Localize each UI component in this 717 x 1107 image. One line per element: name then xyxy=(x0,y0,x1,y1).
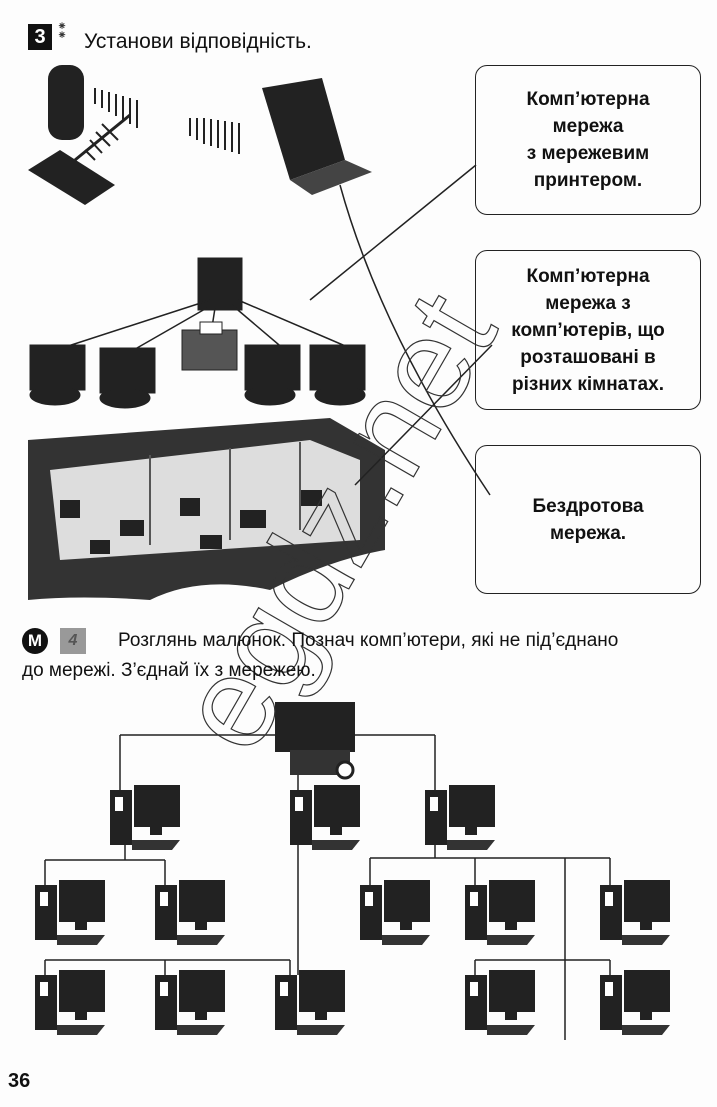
computer-icon xyxy=(110,785,180,850)
difficulty-stars-icon: ⁕⁕ xyxy=(57,19,68,42)
task-3-title: Установи відповідність. xyxy=(84,30,312,53)
option-network-printer: Комп’ютерна мережа з мережевим принтером… xyxy=(475,65,701,215)
computer-icon xyxy=(275,970,345,1035)
computer-icon xyxy=(35,880,105,945)
laptop-icon xyxy=(262,78,372,195)
office-rooms-illustration xyxy=(28,418,385,600)
computer-icon xyxy=(465,880,535,945)
computer-icon xyxy=(290,785,360,850)
network-cables xyxy=(44,734,611,1040)
computer-icon xyxy=(600,880,670,945)
task-4-line-2: до мережі. З’єднай їх з мережею. xyxy=(22,660,316,681)
page-number: 36 xyxy=(8,1070,31,1092)
wifi-signal-icon xyxy=(84,88,240,161)
computer-icon xyxy=(360,880,430,945)
wireless-router-icon xyxy=(28,65,131,205)
option-wireless: Бездротова мережа. xyxy=(475,445,701,594)
server-with-printer-icon xyxy=(275,702,355,780)
option-network-rooms: Комп’ютерна мережа з комп’ютерів, що роз… xyxy=(475,250,701,410)
computer-icons xyxy=(35,785,670,1035)
computer-icon xyxy=(465,970,535,1035)
computer-icon xyxy=(155,970,225,1035)
computer-icon xyxy=(425,785,495,850)
computer-icon xyxy=(155,880,225,945)
task-4-line-1: Розглянь малюнок. Познач комп’ютери, які… xyxy=(118,630,619,651)
printer-network-illustration xyxy=(29,257,366,409)
computer-icon xyxy=(35,970,105,1035)
task-4-badge: М xyxy=(22,628,48,654)
computer-icon xyxy=(600,970,670,1035)
task-3-number: 3 xyxy=(28,24,52,50)
task-4-number: 4 xyxy=(60,628,86,654)
answer-lines xyxy=(309,164,493,496)
